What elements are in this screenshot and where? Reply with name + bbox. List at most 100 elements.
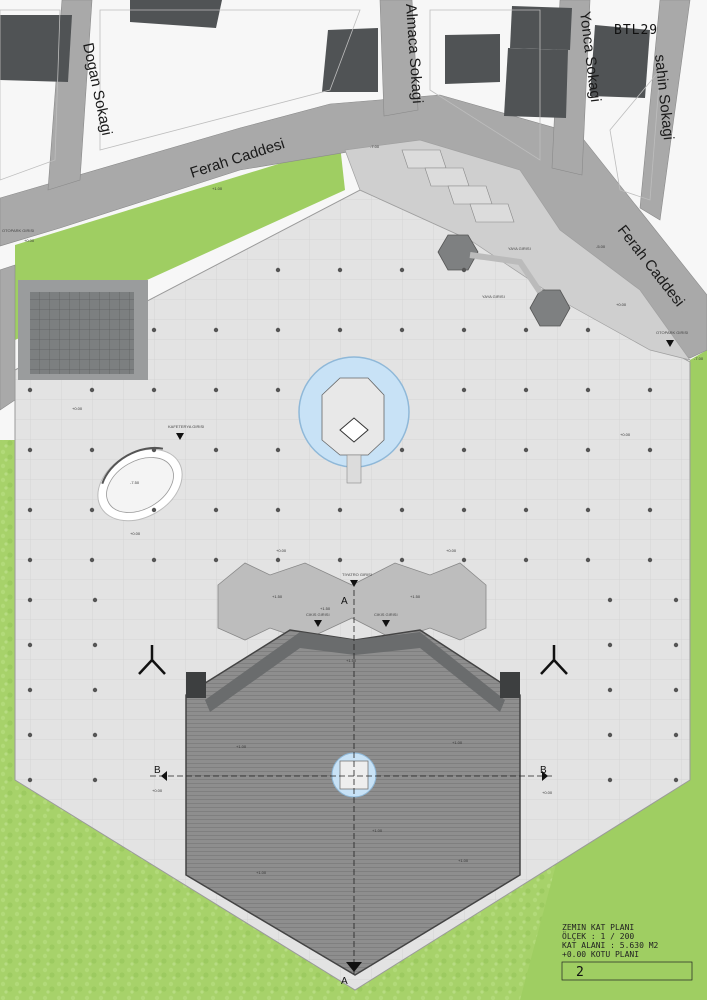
column-dot (337, 507, 343, 513)
column-dot (27, 777, 33, 783)
svg-text:+0.00: +0.00 (152, 788, 163, 793)
column-dot (337, 267, 343, 273)
section-b-right: B (540, 765, 547, 776)
column-dot (151, 557, 157, 563)
column-dot (673, 732, 679, 738)
column-dot (275, 447, 281, 453)
kiosk-hex-1 (437, 234, 479, 271)
svg-text:KAT ALANI : 5.630 M2: KAT ALANI : 5.630 M2 (562, 941, 659, 950)
svg-text:OTOPARK GIRISI: OTOPARK GIRISI (2, 228, 34, 233)
column-dot (523, 447, 529, 453)
deck-roof-left (205, 632, 355, 712)
column-dot (275, 387, 281, 393)
svg-text:ÖLÇEK : 1 / 200: ÖLÇEK : 1 / 200 (562, 931, 634, 941)
column-dot (607, 642, 613, 648)
column-dot (673, 642, 679, 648)
column-dot (27, 507, 33, 513)
svg-text:-5.00: -5.00 (596, 244, 606, 249)
svg-text:ZEMIN KAT PLANI: ZEMIN KAT PLANI (562, 923, 634, 932)
stair-block-left (186, 672, 206, 698)
title-block: ZEMIN KAT PLANI ÖLÇEK : 1 / 200 KAT ALAN… (561, 923, 693, 981)
svg-text:-7.50: -7.50 (130, 480, 140, 485)
column-dot (673, 687, 679, 693)
column-dot (399, 557, 405, 563)
svg-text:-7.00: -7.00 (370, 144, 380, 149)
column-dot (213, 557, 219, 563)
column-dot (647, 447, 653, 453)
svg-text:+1.50: +1.50 (346, 658, 357, 663)
column-dot (89, 387, 95, 393)
column-dot (27, 642, 33, 648)
column-dot (673, 597, 679, 603)
project-code: BTL29 (614, 23, 658, 38)
level-labels: +1.00 +0.00 +0.00 +0.00 -7.00 -5.00 -7.0… (24, 144, 704, 875)
tri-marker-left (138, 645, 166, 675)
section-a-bottom: A (341, 976, 348, 987)
column-dot (399, 327, 405, 333)
svg-text:+0.00: +0.00 (276, 548, 287, 553)
column-dot (461, 387, 467, 393)
svg-text:2: 2 (576, 965, 584, 980)
svg-text:+1.00: +1.00 (452, 740, 463, 745)
entrance-labels: OTOPARK GIRISI OTOPARK GIRISI YAYA GIRIS… (2, 228, 688, 617)
pond-pavilion (321, 377, 385, 456)
svg-text:+0.00: +0.00 (72, 406, 83, 411)
svg-text:TIYATRO GIRISI: TIYATRO GIRISI (342, 572, 372, 577)
tri-marker-right (540, 645, 568, 675)
column-dot (151, 507, 157, 513)
svg-text:+1.00: +1.00 (458, 858, 469, 863)
column-dot (89, 447, 95, 453)
svg-text:YAYA GIRISI: YAYA GIRISI (508, 246, 531, 251)
column-dot (92, 642, 98, 648)
column-dot (461, 327, 467, 333)
column-dot (585, 507, 591, 513)
column-dot (27, 732, 33, 738)
svg-text:KAFETERYA GIRISI: KAFETERYA GIRISI (168, 424, 204, 429)
column-dot (673, 777, 679, 783)
column-dot (607, 732, 613, 738)
column-dot (647, 507, 653, 513)
column-dot (89, 507, 95, 513)
svg-text:+1.50: +1.50 (272, 594, 283, 599)
entrance-steps (401, 149, 515, 223)
column-dot (607, 687, 613, 693)
column-dot (275, 327, 281, 333)
column-dot (523, 327, 529, 333)
column-dot (523, 387, 529, 393)
svg-text:CIKIS GIRISI: CIKIS GIRISI (306, 612, 330, 617)
svg-text:+0.00: +0.00 (616, 302, 627, 307)
column-dot (607, 597, 613, 603)
svg-text:CIKIS GIRISI: CIKIS GIRISI (374, 612, 398, 617)
column-dot (607, 777, 613, 783)
column-dot (89, 557, 95, 563)
buildings (0, 0, 650, 118)
column-dot (92, 597, 98, 603)
svg-text:+1.00: +1.00 (256, 870, 267, 875)
stair-block-right (500, 672, 520, 698)
column-dot (27, 447, 33, 453)
column-dot (585, 557, 591, 563)
svg-text:+1.50: +1.50 (410, 594, 421, 599)
column-dot (337, 327, 343, 333)
column-dot (461, 507, 467, 513)
parking-grid-inner (30, 292, 134, 374)
column-dot (523, 557, 529, 563)
hex-cluster (217, 562, 487, 641)
section-a-top: A (341, 596, 348, 607)
column-dot (275, 557, 281, 563)
amphitheater (97, 446, 183, 522)
column-dot (213, 447, 219, 453)
column-dot (585, 447, 591, 453)
column-dot (399, 267, 405, 273)
svg-text:+1.50: +1.50 (320, 606, 331, 611)
column-dot (151, 327, 157, 333)
svg-text:+0.00: +0.00 (130, 531, 141, 536)
column-dot (275, 267, 281, 273)
column-dot (647, 557, 653, 563)
column-dot (275, 507, 281, 513)
entrance-markers (161, 340, 674, 972)
svg-text:+0.00: +0.00 (542, 790, 553, 795)
svg-text:-7.00: -7.00 (694, 356, 704, 361)
svg-text:+0.00: +0.00 (620, 432, 631, 437)
